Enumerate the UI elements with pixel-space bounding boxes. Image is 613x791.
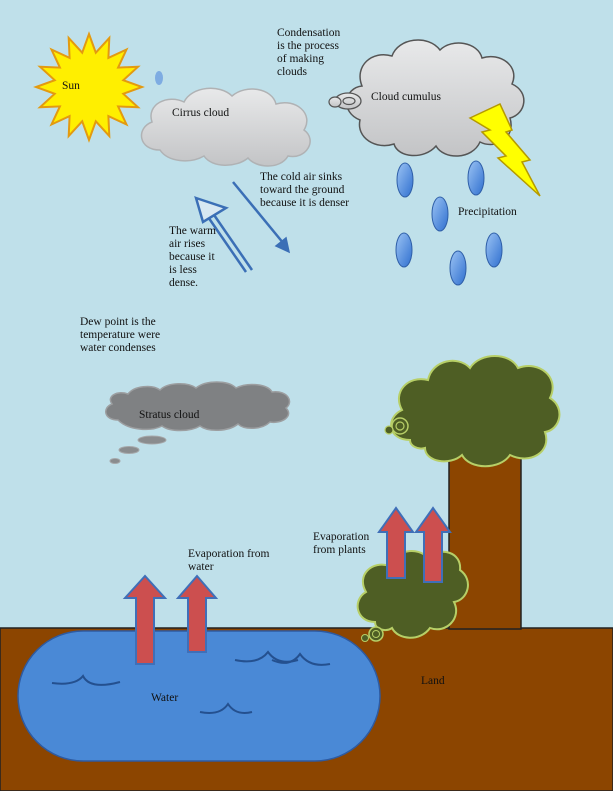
cumulus-cloud-label: Cloud cumulus [371,91,441,103]
stratus-cloud-label: Stratus cloud [139,409,200,421]
evaporation-water-label: Evaporation from water [188,548,270,573]
water-ripple [51,674,121,686]
land-label: Land [421,675,445,687]
dew-point-label: Dew point is the temperature were water … [80,316,161,354]
evaporation-plants-label: Evaporation from plants [313,531,370,556]
warm-air-arrow-icon [194,196,254,273]
precipitation-drops [395,160,503,286]
evaporation-arrow-icon [122,574,168,665]
evaporation-arrow-icon [175,574,219,653]
sun-icon [33,31,145,143]
raindrop-icon [396,162,414,198]
raindrop-icon [431,196,449,232]
condensation-label: Condensation is the process of making cl… [277,27,341,78]
cirrus-cloud-icon [140,87,311,167]
lightning-icon [468,103,541,197]
water-label: Water [151,692,179,704]
raindrop-icon [395,232,413,268]
vapor-droplet [155,71,163,85]
cirrus-cloud-label: Cirrus cloud [172,107,230,119]
cold-air-arrow-icon [232,181,291,254]
raindrop-icon [485,232,503,268]
stratus-cloud-icon [105,381,291,464]
water-ripple [271,652,331,666]
evaporation-arrow-icon [414,506,452,583]
sun-label: Sun [62,80,80,92]
raindrop-icon [449,250,467,286]
water-ripple [199,702,253,714]
tree-icon [384,355,561,468]
cumulus-cloud-icon [328,39,525,157]
tree-trunk [448,434,522,630]
cold-air-label: The cold air sinks toward the ground bec… [260,171,350,209]
warm-air-label: The warm air rises because it is less de… [169,225,216,289]
precipitation-label: Precipitation [458,206,517,218]
evaporation-arrow-icon [377,506,415,579]
raindrop-icon [467,160,485,196]
